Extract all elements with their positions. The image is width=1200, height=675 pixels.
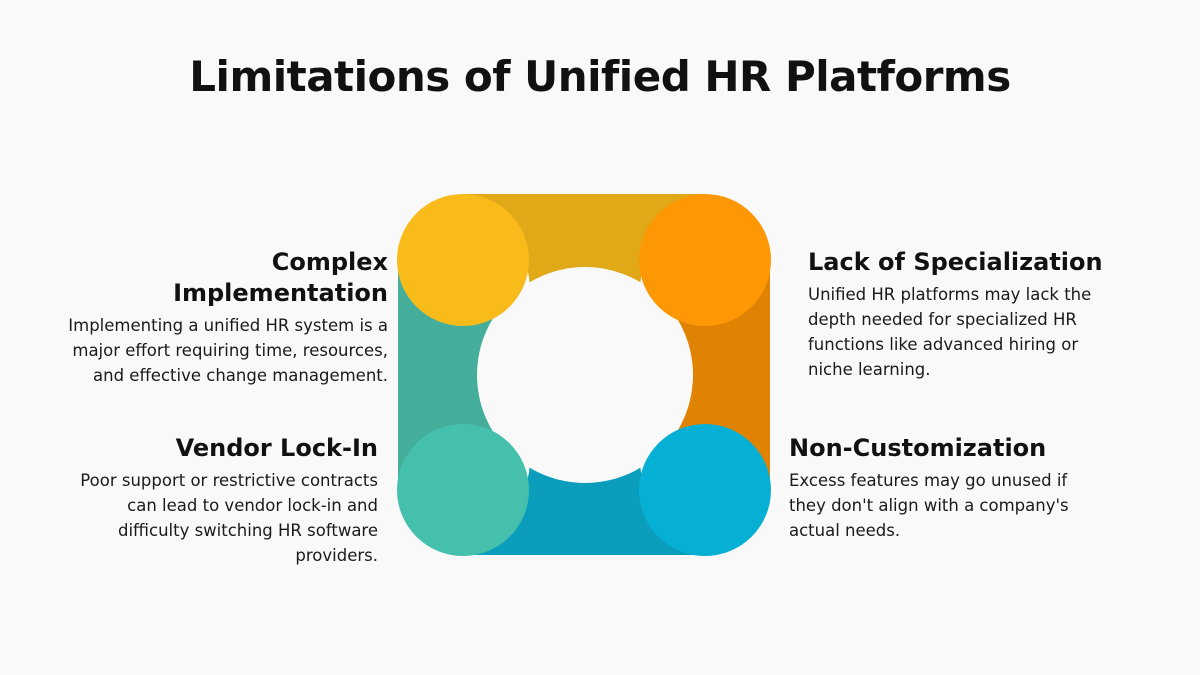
item-body: Implementing a unified HR system is a ma… [68, 316, 388, 385]
item-body: Unified HR platforms may lack the depth … [808, 285, 1092, 379]
connector-bottom [465, 460, 705, 555]
item-heading: Vendor Lock-In [175, 434, 378, 462]
item-heading: Non-Customization [789, 434, 1047, 462]
circle-non-customization [639, 424, 771, 556]
item-heading: Lack of Specialization [808, 248, 1103, 276]
item-body: Excess features may go unused if they do… [789, 471, 1069, 540]
item-vendor-lock-in: Vendor Lock-In Poor support or restricti… [80, 433, 378, 568]
item-complex-implementation: Complex Implementation Implementing a un… [60, 247, 388, 388]
circle-lack-of-specialization [639, 194, 771, 326]
circle-complex-implementation [397, 194, 529, 326]
item-lack-of-specialization: Lack of Specialization Unified HR platfo… [808, 247, 1108, 382]
connector-top [465, 194, 705, 290]
circle-vendor-lock-in [397, 424, 529, 556]
item-heading: Complex Implementation [173, 248, 388, 307]
item-non-customization: Non-Customization Excess features may go… [789, 433, 1089, 543]
item-body: Poor support or restrictive contracts ca… [80, 471, 378, 565]
page-title: Limitations of Unified HR Platforms [189, 52, 1011, 101]
center-hole [477, 267, 693, 483]
four-circle-diagram [397, 194, 771, 556]
